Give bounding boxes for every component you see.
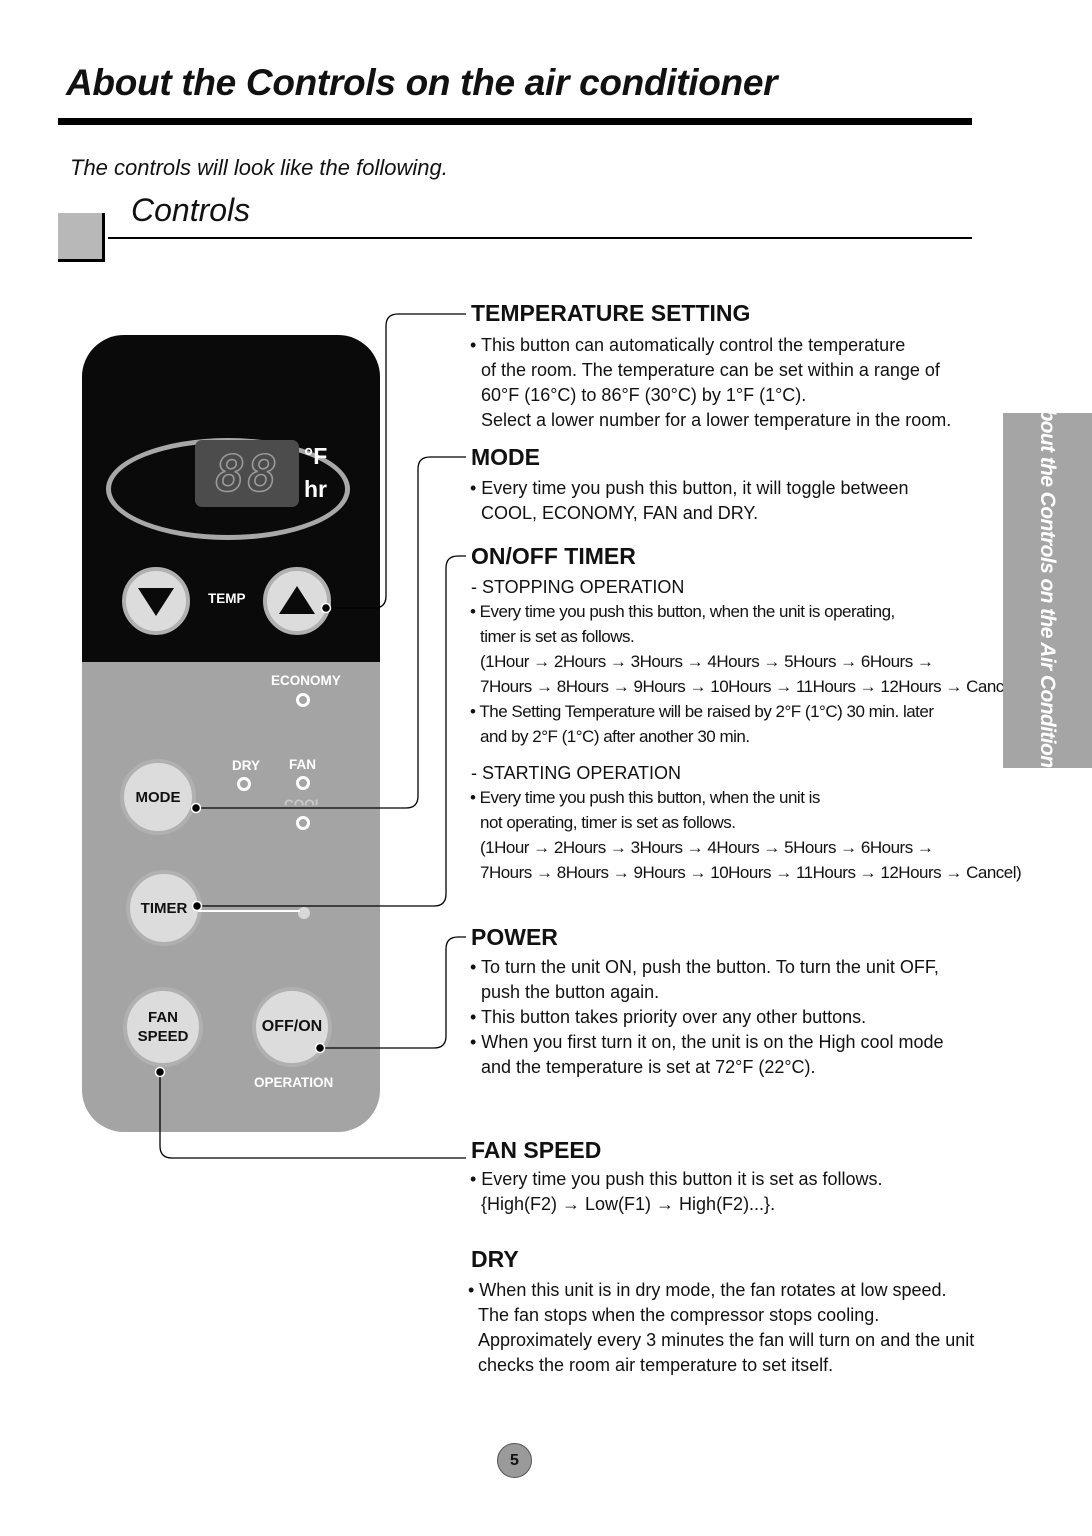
power-callout-dot <box>314 1042 326 1054</box>
fan-speed-heading: FAN SPEED <box>471 1137 602 1163</box>
off-on-button-label: OFF/ON <box>261 1018 323 1035</box>
title-rule <box>58 118 972 125</box>
temperature-heading: TEMPERATURE SETTING <box>471 300 751 326</box>
timer-button-label: TIMER <box>140 899 188 917</box>
power-line: • When you first turn it on, the unit is… <box>470 1032 944 1052</box>
mode-heading: MODE <box>471 444 540 470</box>
power-line: • This button takes priority over any ot… <box>470 1007 867 1027</box>
intro-text: The controls will look like the followin… <box>70 155 448 180</box>
seven-segment-display: 88 <box>195 440 299 507</box>
economy-label: ECONOMY <box>271 673 341 688</box>
cool-indicator <box>296 816 310 830</box>
section-title: Controls <box>131 192 251 228</box>
dry-indicator <box>237 777 251 791</box>
starting-title: - STARTING OPERATION <box>471 763 682 783</box>
unit-fahrenheit: °F <box>304 443 328 469</box>
side-tab <box>1003 413 1092 768</box>
unit-hour: hr <box>304 476 327 502</box>
mode-button-label: MODE <box>135 788 181 806</box>
fan-speed-label-1: FAN <box>148 1009 178 1026</box>
mode-button[interactable]: MODE <box>120 759 196 835</box>
stopping-title: - STOPPING OPERATION <box>471 577 685 597</box>
temperature-line: • This button can automatically control … <box>470 335 906 355</box>
triangle-up-icon <box>279 586 315 614</box>
fan-callout-dot <box>154 1066 166 1078</box>
mode-line: • Every time you push this button, it wi… <box>470 478 909 498</box>
timer-indicator <box>298 907 310 919</box>
mode-callout-dot <box>190 802 202 814</box>
off-on-button[interactable]: OFF/ON <box>252 987 332 1067</box>
triangle-down-icon <box>138 588 174 616</box>
temperature-line: 60°F (16°C) to 86°F (30°C) by 1°F (1°C). <box>481 385 807 405</box>
temp-down-button[interactable] <box>122 567 190 635</box>
dry-line: checks the room air temperature to set i… <box>478 1355 834 1375</box>
stopping-line: • The Setting Temperature will be raised… <box>470 702 934 721</box>
economy-indicator <box>296 693 310 707</box>
display-digits: 88 <box>214 444 280 504</box>
stopping-line: (1Hour → 2Hours → 3Hours → 4Hours → 5Hou… <box>480 652 934 671</box>
starting-line: 7Hours → 8Hours → 9Hours → 10Hours → 11H… <box>480 863 1022 882</box>
fan-speed-line: • Every time you push this button it is … <box>470 1169 883 1189</box>
page-title: About the Controls on the air conditione… <box>66 62 778 103</box>
side-tab-label: About the Controls on the Air Conditione… <box>1036 393 1059 787</box>
fan-speed-button[interactable]: FAN SPEED <box>123 987 203 1067</box>
stopping-line: • Every time you push this button, when … <box>470 602 895 621</box>
fan-label: FAN <box>289 757 316 772</box>
cool-label: COOL <box>284 797 323 812</box>
starting-line: (1Hour → 2Hours → 3Hours → 4Hours → 5Hou… <box>480 838 934 857</box>
page-number: 5 <box>497 1443 532 1478</box>
power-line: push the button again. <box>481 982 660 1002</box>
fan-speed-line: {High(F2) → Low(F1) → High(F2)...}. <box>481 1194 776 1214</box>
temp-label: TEMP <box>208 591 246 606</box>
timer-button[interactable]: TIMER <box>126 870 202 946</box>
timer-callout-dot <box>191 900 203 912</box>
dry-line: Approximately every 3 minutes the fan wi… <box>478 1330 975 1350</box>
timer-heading: ON/OFF TIMER <box>471 543 636 569</box>
temperature-line: Select a lower number for a lower temper… <box>481 410 952 430</box>
starting-line: • Every time you push this button, when … <box>470 788 820 807</box>
temperature-line: of the room. The temperature can be set … <box>481 360 940 380</box>
stopping-line: 7Hours → 8Hours → 9Hours → 10Hours → 11H… <box>480 677 1022 696</box>
power-line: • To turn the unit ON, push the button. … <box>470 957 939 977</box>
dry-line: • When this unit is in dry mode, the fan… <box>468 1280 947 1300</box>
power-line: and the temperature is set at 72°F (22°C… <box>481 1057 816 1077</box>
dry-label: DRY <box>232 758 261 773</box>
power-heading: POWER <box>471 924 558 950</box>
mode-line: COOL, ECONOMY, FAN and DRY. <box>481 503 759 523</box>
section-marker <box>58 213 105 262</box>
operation-label: OPERATION <box>254 1075 334 1090</box>
temp-up-button[interactable] <box>263 567 331 635</box>
fan-speed-label-2: SPEED <box>137 1028 189 1045</box>
stopping-line: and by 2°F (1°C) after another 30 min. <box>480 727 750 746</box>
section-rule <box>108 237 972 239</box>
temp-callout-dot <box>320 602 332 614</box>
dry-heading: DRY <box>471 1246 519 1272</box>
fan-indicator <box>296 776 310 790</box>
stopping-line: timer is set as follows. <box>480 627 635 646</box>
remote-control: 88 °F hr TEMP ECONOMY DRY FAN COOL MODE … <box>82 335 380 1132</box>
starting-line: not operating, timer is set as follows. <box>480 813 736 832</box>
dry-line: The fan stops when the compressor stops … <box>478 1305 880 1325</box>
